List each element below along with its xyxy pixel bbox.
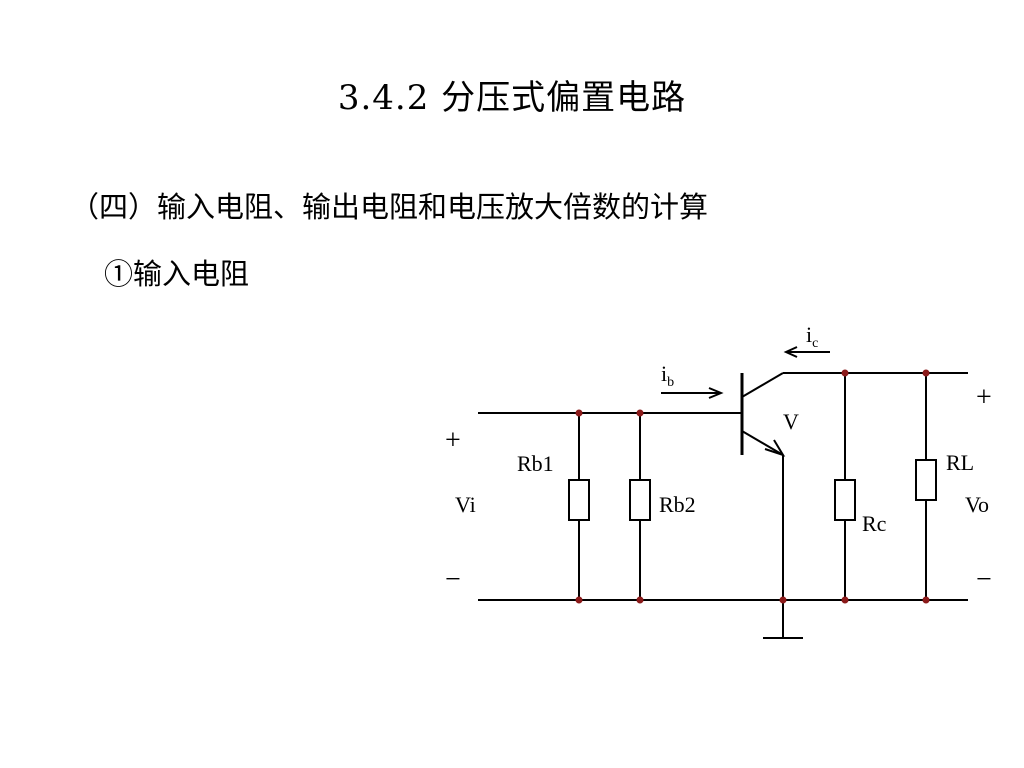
label-vi: Vi — [455, 492, 476, 517]
label-transistor-v: V — [783, 409, 799, 434]
arrow-ic — [783, 346, 830, 358]
label-input-plus: + — [445, 425, 461, 456]
resistor-rc — [834, 373, 856, 600]
slide-title: 3.4.2 分压式偏置电路 — [337, 78, 687, 118]
node — [636, 409, 644, 417]
node — [922, 596, 930, 604]
label-output-plus: + — [976, 382, 992, 413]
resistor-rl — [915, 373, 937, 600]
label-output-minus: − — [976, 564, 992, 595]
node — [779, 596, 787, 604]
label-vo: Vo — [965, 492, 989, 517]
label-rb2: Rb2 — [659, 492, 696, 517]
node — [575, 596, 583, 604]
list-item-input-resistance: ①输入电阻 — [104, 257, 250, 291]
label-rl: RL — [946, 450, 974, 475]
label-ib: ib — [661, 361, 674, 390]
transistor-v — [740, 372, 968, 639]
node — [841, 369, 849, 377]
label-rc: Rc — [862, 511, 887, 536]
node — [922, 369, 930, 377]
resistor-rb1 — [568, 413, 590, 600]
resistor-rb2 — [629, 413, 651, 600]
label-rb1: Rb1 — [517, 451, 554, 476]
arrow-ib — [661, 387, 724, 399]
label-ic: ic — [806, 322, 818, 351]
label-input-minus: − — [445, 564, 461, 595]
section-heading: （四）输入电阻、输出电阻和电压放大倍数的计算 — [70, 190, 709, 224]
node — [636, 596, 644, 604]
node — [841, 596, 849, 604]
node — [575, 409, 583, 417]
